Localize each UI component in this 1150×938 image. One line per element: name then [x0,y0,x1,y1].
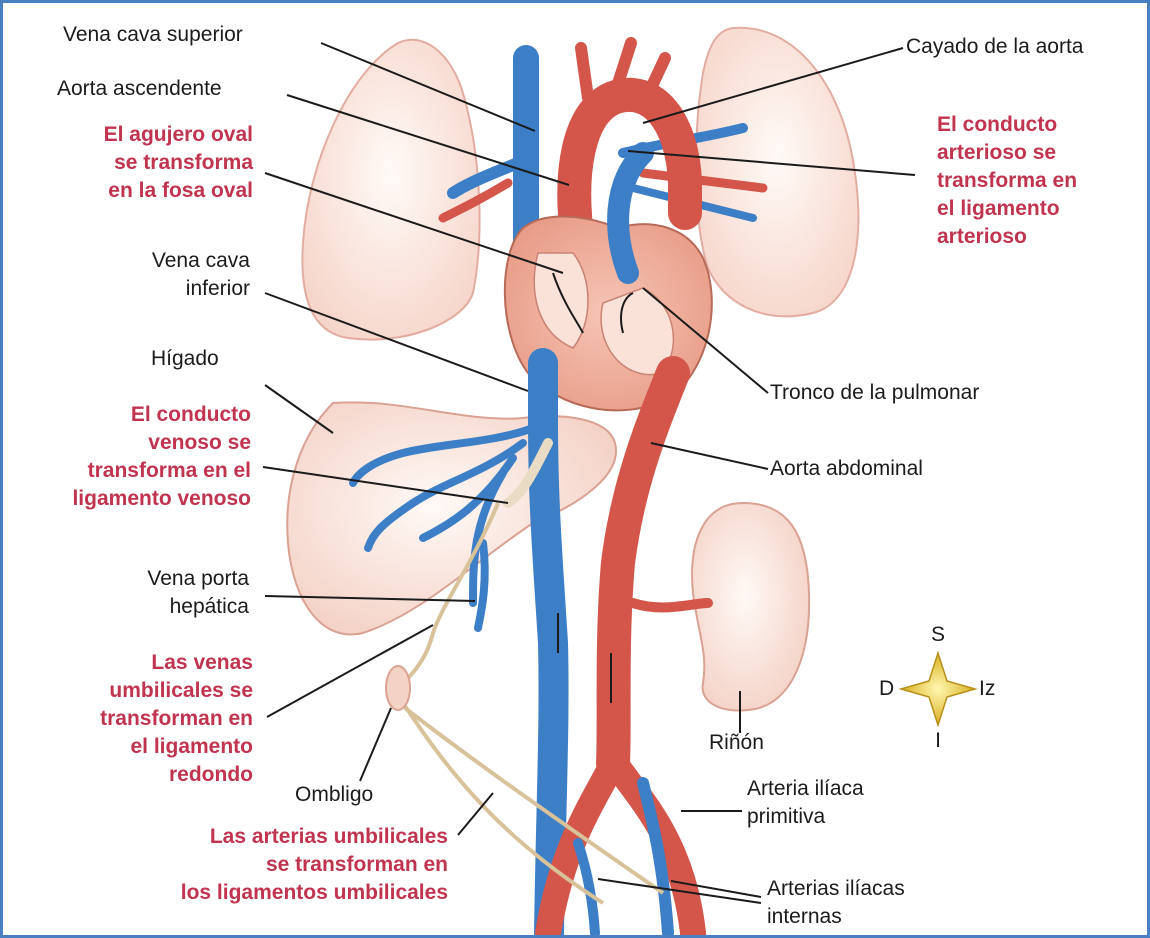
label-rinon: Riñón [709,729,764,757]
label-arterias-iliacas-internas: Arterias ilíacas internas [767,875,905,931]
label-tronco-pulmonar: Tronco de la pulmonar [770,379,979,407]
compass-west-label: D [879,675,894,703]
left-lung [696,28,858,317]
label-vena-cava-superior: Vena cava superior [63,21,243,49]
compass-south-label: I [925,727,951,755]
abdominal-aorta [613,373,673,763]
label-vena-porta: Vena porta hepática [23,565,249,621]
compass-north-label: S [925,621,951,649]
navel [386,666,410,710]
label-aorta-abdominal: Aorta abdominal [770,455,923,483]
label-arteria-iliaca-primitiva: Arteria ilíaca primitiva [747,775,864,831]
label-agujero-oval: El agujero oval se transforma en la fosa… [23,121,253,205]
label-aorta-ascendente: Aorta ascendente [57,75,222,103]
label-venas-umbilicales: Las venas umbilicales se transforman en … [23,649,253,789]
label-higado: Hígado [151,345,219,373]
label-conducto-arterioso: El conducto arterioso se transforma en e… [937,111,1137,251]
label-ombligo: Ombligo [295,781,373,809]
compass-star [901,653,975,725]
label-conducto-venoso: El conducto venoso se transforma en el l… [5,401,251,513]
label-vena-cava-inferior: Vena cava inferior [23,247,250,303]
label-arterias-umbilicales: Las arterias umbilicales se transforman … [63,823,448,907]
label-cayado-aorta: Cayado de la aorta [906,33,1083,61]
compass-east-label: Iz [979,675,995,703]
